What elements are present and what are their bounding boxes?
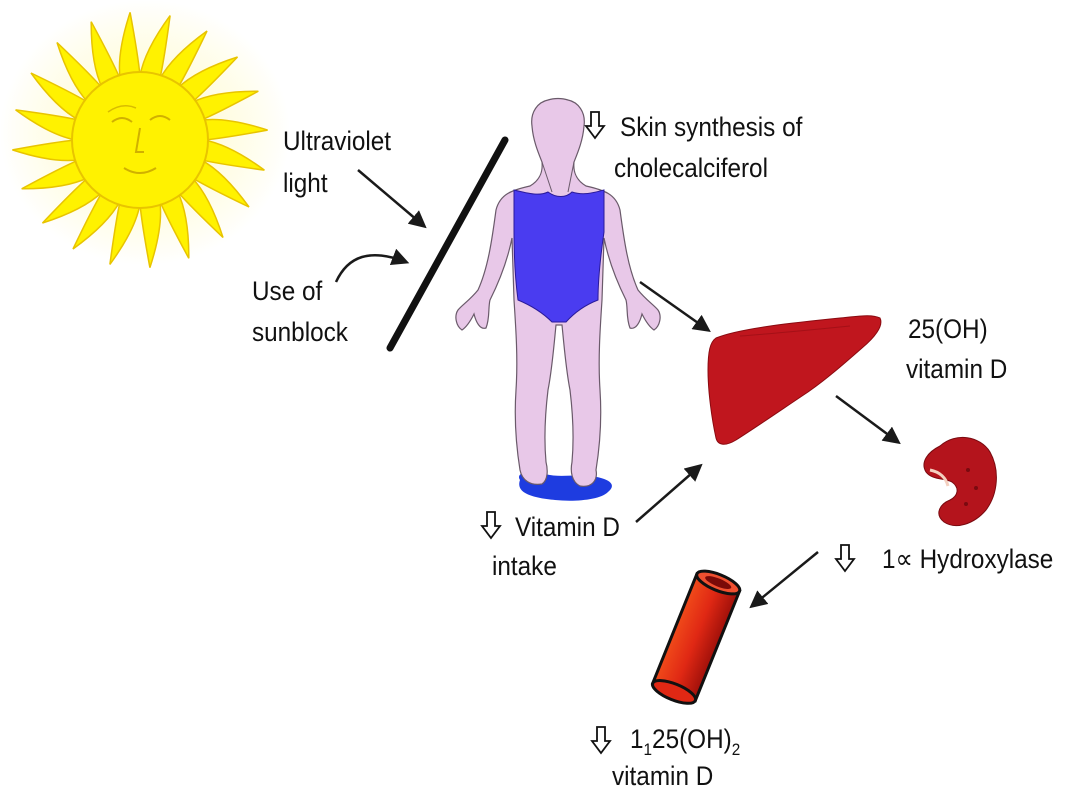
sunblock-arrow — [336, 255, 406, 282]
liver-label-line1: 25(OH) — [908, 314, 988, 344]
hydroxylase-label: 1∝ Hydroxylase — [882, 544, 1053, 574]
sunblock-label-line1: Use of — [252, 276, 322, 306]
active-subscript-1: 1 — [644, 740, 653, 759]
down-arrow-icon — [836, 545, 854, 571]
down-arrow-icon — [482, 512, 500, 538]
active-subscript-2: 2 — [732, 740, 741, 759]
active-vitamin-label-line1: 1125(OH)2 — [630, 724, 740, 758]
uv-label-line1: Ultraviolet — [283, 126, 391, 156]
kidney-to-vessel-arrow — [752, 552, 818, 606]
sun-icon — [0, 0, 290, 268]
liver-to-kidney-arrow — [836, 396, 898, 442]
active-vitamin-label-line2: vitamin D — [612, 761, 713, 791]
skin-label-line2: cholecalciferol — [614, 153, 768, 183]
intake-to-liver-arrow — [636, 466, 700, 522]
blood-vessel-icon — [650, 566, 743, 707]
liver-label-line2: vitamin D — [906, 354, 1007, 384]
swimsuit — [514, 190, 604, 322]
sunblock-label-line2: sunblock — [252, 317, 348, 347]
active-formula: 25(OH) — [652, 724, 732, 754]
down-arrow-icon — [586, 112, 604, 138]
uv-label-line2: light — [283, 168, 328, 198]
kidney-icon — [924, 437, 996, 525]
intake-label-line2: intake — [492, 551, 557, 581]
skin-label-line1: Skin synthesis of — [620, 112, 802, 142]
liver-icon — [708, 316, 881, 445]
uv-arrow — [358, 170, 424, 226]
active-prefix: 1 — [630, 724, 644, 754]
intake-label-line1: Vitamin D — [515, 512, 620, 542]
down-arrow-icon — [592, 727, 610, 753]
